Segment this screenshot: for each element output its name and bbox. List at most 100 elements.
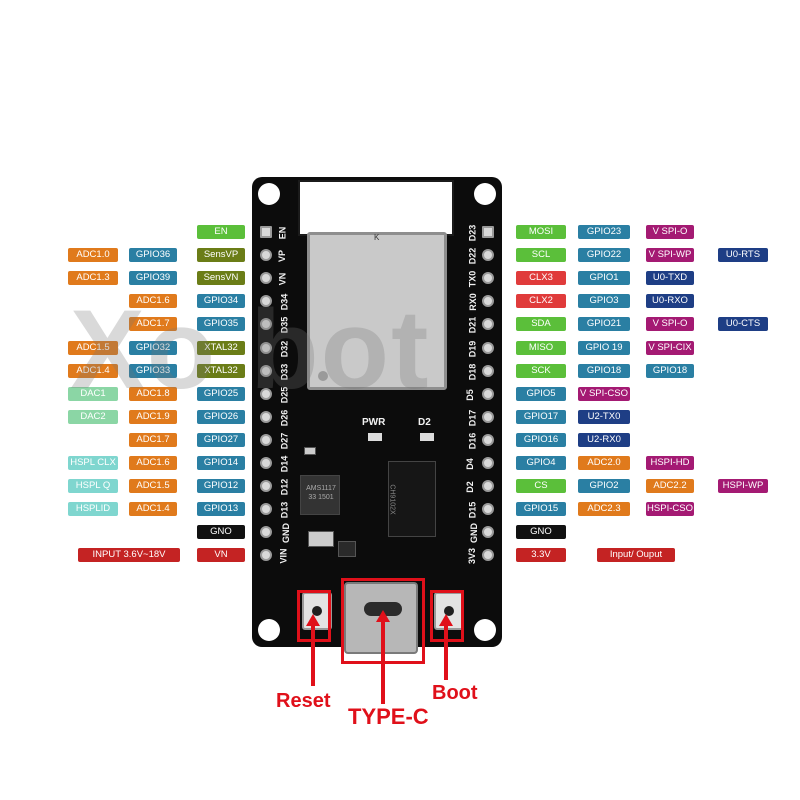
left-pad-d34 (260, 295, 272, 307)
left-pin-tag-d35-1: ADC1.7 (129, 317, 177, 331)
boot-callout: Boot (432, 682, 478, 704)
right-silk-d21: D21 (467, 316, 478, 334)
right-pin-tag-d21-2: V SPI-O (646, 317, 694, 331)
right-pin-tag-d4-0: GPIO4 (516, 456, 566, 470)
left-silk-d32: D32 (279, 340, 290, 358)
right-pin-tag-d23-0: MOSI (516, 225, 566, 239)
left-pin-tag-d14-0: GPIO14 (197, 456, 245, 470)
right-pin-tag-d16-1: U2-RX0 (578, 433, 630, 447)
mount-hole-bottom-right (474, 619, 496, 641)
left-pin-tag-vp-2: ADC1.0 (68, 248, 118, 262)
left-pad-d14 (260, 457, 272, 469)
left-pin-tag-d32-0: XTAL32 (197, 341, 245, 355)
right-pad-tx0 (482, 272, 494, 284)
typec-callout: TYPE-C (348, 704, 429, 729)
right-pin-tag-d23-2: V SPI-O (646, 225, 694, 239)
esp32-module: K (307, 232, 447, 390)
left-pin-tag-d33-1: GPIO33 (129, 364, 177, 378)
right-pin-tag-d21-0: SDA (516, 317, 566, 331)
left-pad-d32 (260, 342, 272, 354)
left-silk-gnd: GND (281, 523, 291, 543)
right-pin-tag-d2-0: CS (516, 479, 566, 493)
right-silk-d2: D2 (464, 481, 475, 493)
left-pad-vin (260, 549, 272, 561)
right-pin-tag-d4-2: HSPI-HD (646, 456, 694, 470)
mount-hole-bottom-left (258, 619, 280, 641)
left-silk-d12: D12 (279, 478, 290, 496)
right-silk-3v3: 3V3 (467, 547, 478, 565)
regulator-marking: AMS1117 33 1501 (306, 485, 336, 501)
right-pin-tag-rx0-0: CLX2 (516, 294, 566, 308)
left-pin-tag-d33-0: XTAL32 (197, 364, 245, 378)
reset-button-dot (312, 606, 322, 616)
transistor (338, 541, 356, 557)
right-pin-tag-d22-2: V SPI-WP (646, 248, 694, 262)
right-pin-tag-d21-3: U0-CTS (718, 317, 768, 331)
right-pin-tag-d22-3: U0-RTS (718, 248, 768, 262)
left-pin-tag-gnd-0: GNO (197, 525, 245, 539)
left-pad-gnd (260, 526, 272, 538)
reset-callout: Reset (276, 690, 331, 712)
right-pad-d2 (482, 480, 494, 492)
right-pad-d19 (482, 342, 494, 354)
right-pin-tag-d18-2: GPIO18 (646, 364, 694, 378)
right-pin-tag-d16-0: GPIO16 (516, 433, 566, 447)
reset-arrow-head (306, 614, 320, 626)
right-pin-tag-d17-1: U2-TX0 (578, 410, 630, 424)
right-silk-d4: D4 (464, 458, 475, 470)
left-pad-d26 (260, 411, 272, 423)
left-pin-tag-d12-0: GPIO12 (197, 479, 245, 493)
right-pin-tag-d5-1: V SPI-CSO (578, 387, 630, 401)
left-pin-tag-vn-2: ADC1.3 (68, 271, 118, 285)
left-pin-tag-d13-0: GPIO13 (197, 502, 245, 516)
left-pin-tag-d32-2: ADC1.5 (68, 341, 118, 355)
left-pin-tag-d14-1: ADC1.6 (129, 456, 177, 470)
left-pin-tag-vp-1: GPIO36 (129, 248, 177, 262)
reset-arrow-line (311, 624, 315, 686)
right-pad-d21 (482, 318, 494, 330)
left-pin-tag-d27-1: ADC1.7 (129, 433, 177, 447)
left-silk-d35: D35 (279, 316, 290, 334)
right-pin-tag-d15-2: HSPI-CSO (646, 502, 694, 516)
right-pad-d22 (482, 249, 494, 261)
left-pin-tag-d27-0: GPIO27 (197, 433, 245, 447)
wifi-antenna (298, 180, 454, 236)
mount-hole-top-left (258, 183, 280, 205)
d2-label: D2 (418, 417, 431, 428)
right-pin-tag-d21-1: GPIO21 (578, 317, 630, 331)
left-pin-tag-d25-1: ADC1.8 (129, 387, 177, 401)
left-pin-tag-d26-0: GPIO26 (197, 410, 245, 424)
left-pin-tag-d13-2: HSPLID (68, 502, 118, 516)
left-pad-d12 (260, 480, 272, 492)
left-silk-d14: D14 (279, 455, 290, 473)
left-pin-tag-vp-0: SensVP (197, 248, 245, 262)
right-pin-tag-d19-0: MISO (516, 341, 566, 355)
right-silk-d18: D18 (467, 363, 478, 381)
voltage-regulator: AMS1117 33 1501 (300, 475, 340, 515)
left-silk-d13: D13 (279, 501, 290, 519)
left-silk-vp: VP (277, 249, 288, 263)
right-pin-tag-d5-0: GPIO5 (516, 387, 566, 401)
right-silk-d23: D23 (467, 224, 478, 242)
right-pin-tag-3v3-0: 3.3V (516, 548, 566, 562)
right-silk-rx0: RX0 (467, 293, 478, 311)
right-silk-tx0: TX0 (467, 270, 478, 288)
left-pin-tag-vin-1: INPUT 3.6V~18V (78, 548, 180, 562)
left-silk-vin: VIN (278, 548, 289, 564)
left-pin-tag-vin-0: VN (197, 548, 245, 562)
right-pin-tag-d22-1: GPIO22 (578, 248, 630, 262)
right-pin-tag-d15-0: GPIO15 (516, 502, 566, 516)
right-pin-tag-d18-1: GPIO18 (578, 364, 630, 378)
right-pad-d4 (482, 457, 494, 469)
left-pin-tag-d34-1: ADC1.6 (129, 294, 177, 308)
right-silk-d22: D22 (467, 247, 478, 265)
left-pad-d27 (260, 434, 272, 446)
left-silk-d27: D27 (279, 432, 290, 450)
capacitor (304, 447, 316, 455)
right-pin-tag-tx0-1: GPIO1 (578, 271, 630, 285)
right-pin-tag-tx0-2: U0-TXD (646, 271, 694, 285)
right-silk-d16: D16 (467, 432, 478, 450)
left-pin-tag-d34-0: GPIO34 (197, 294, 245, 308)
left-silk-d34: D34 (279, 293, 290, 311)
left-pin-tag-vn-0: SensVN (197, 271, 245, 285)
